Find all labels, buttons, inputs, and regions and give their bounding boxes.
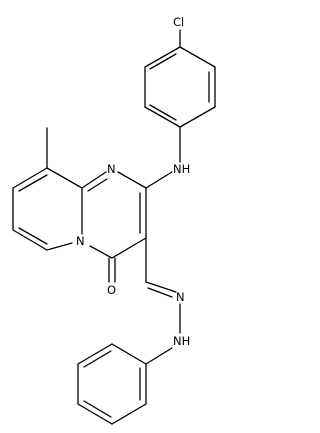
double-bond-inner: [149, 53, 177, 70]
double-bond-inner: [18, 174, 48, 192]
bond: [111, 403, 147, 425]
pyridine-ring: [12, 167, 83, 251]
bond: [179, 106, 216, 128]
bond-c2-n1: [117, 171, 147, 189]
atom-label-o-carbonyl: O: [107, 283, 116, 297]
bond: [144, 106, 181, 128]
double-bond-inner: [147, 287, 173, 298]
double-bond-inner: [149, 104, 177, 121]
bond: [179, 46, 216, 68]
bond-nh-c2: [145, 171, 173, 189]
bond: [77, 403, 113, 425]
chlorophenyl-ring: [144, 29, 216, 128]
bond: [77, 343, 113, 365]
bond-c4-c3: [111, 237, 147, 259]
double-bond-inner: [83, 350, 112, 368]
bond-n4-c4: [89, 245, 113, 259]
atom-label-nh-amine: NH: [173, 162, 190, 176]
atom-label-n-ring: N: [107, 162, 116, 176]
atom-label-nh-hydrazone: NH: [173, 334, 190, 348]
bond-ch-n: [145, 281, 177, 293]
double-bond-inner: [18, 227, 48, 245]
atom-label-n-hydrazone: N: [176, 290, 185, 304]
bond-n1-c9a: [81, 171, 107, 189]
bond: [46, 167, 83, 189]
bond: [111, 343, 147, 365]
atom-label-cl: Cl: [173, 15, 184, 29]
bond: [12, 167, 48, 189]
double-bond-inner: [87, 178, 108, 192]
bond-nh-c: [145, 347, 173, 365]
phenyl-ring: [77, 343, 147, 425]
pyrimidinone-ring: [81, 171, 147, 259]
bond: [46, 242, 73, 251]
atom-label-n-bridge: N: [76, 234, 85, 248]
bond: [12, 229, 48, 251]
bond: [144, 46, 181, 68]
double-bond-inner: [83, 400, 112, 418]
molecule-structure: Cl NH N N O N NH: [12, 15, 216, 425]
